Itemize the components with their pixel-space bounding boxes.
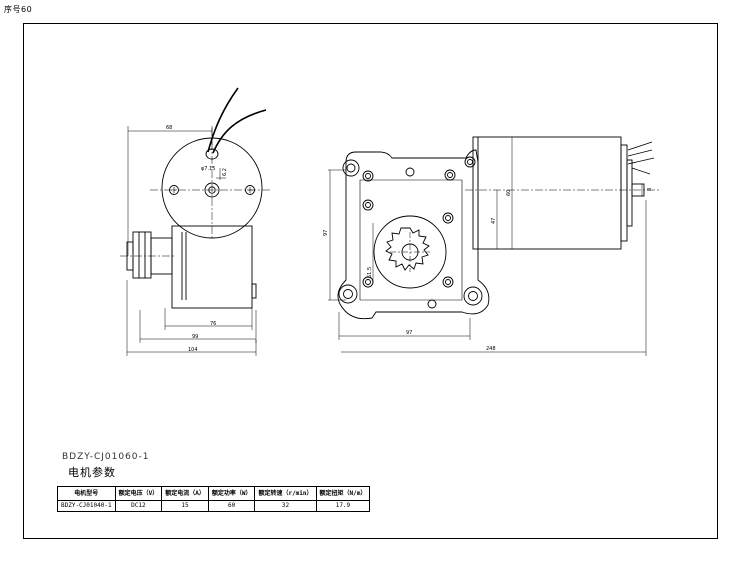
svg-text:φ7.15: φ7.15 [201,166,215,172]
table-header: 额定电压（V） [114,486,163,501]
svg-text:51.5: 51.5 [367,267,373,278]
table-header: 额定转速（r/min） [254,486,317,501]
params-title: 电机参数 [68,466,116,479]
sheet-number: 序号60 [4,5,33,14]
svg-text:8: 8 [647,188,653,191]
table-header: 额定电流（A） [161,486,209,501]
svg-text:99: 99 [192,334,198,340]
front-view [120,87,270,356]
drawing-frame [23,23,718,539]
table-cell: BDZY-CJ01040-1 [57,500,116,512]
table-cell: 60 [207,500,256,512]
motor-params-table: 电机型号 额定电压（V） 额定电流（A） 额定功率（W） 额定转速（r/min）… [57,486,371,512]
svg-text:76: 76 [210,321,216,327]
table-cell: 17.9 [315,500,371,512]
svg-text:248: 248 [486,346,496,352]
sprocket [132,231,152,279]
table-row: BDZY-CJ01040-1 DC12 15 60 32 17.9 [57,500,371,512]
table-cell: DC12 [114,500,163,512]
table-header: 额定扭矩（N/m） [315,486,371,501]
wire-2 [212,109,267,154]
svg-text:97: 97 [406,330,412,336]
svg-text:60: 60 [506,190,512,196]
table-header: 电机型号 [57,486,116,501]
svg-text:104: 104 [188,347,198,353]
drawing-model-code: BDZY-CJ01060-1 [62,452,150,462]
gearbox-housing [337,149,490,320]
svg-text:97: 97 [323,230,329,236]
output-gear-housing [373,215,447,289]
table-cell: 32 [254,500,317,512]
side-view [328,136,660,356]
motor-can [472,136,622,250]
dimension-labels: 68 φ7.15 6.2 76 99 104 97 97 51.5 60 47 … [166,125,653,353]
terminal-wires [627,141,655,175]
table-header-row: 电机型号 额定电压（V） 额定电流（A） 额定功率（W） 额定转速（r/min）… [57,486,371,501]
wire-1 [207,87,239,153]
output-gear [385,227,430,271]
svg-text:47: 47 [491,218,497,224]
svg-text:68: 68 [166,125,172,131]
table-header: 额定功率（W） [207,486,256,501]
table-cell: 15 [161,500,209,512]
svg-text:6.2: 6.2 [222,168,228,176]
